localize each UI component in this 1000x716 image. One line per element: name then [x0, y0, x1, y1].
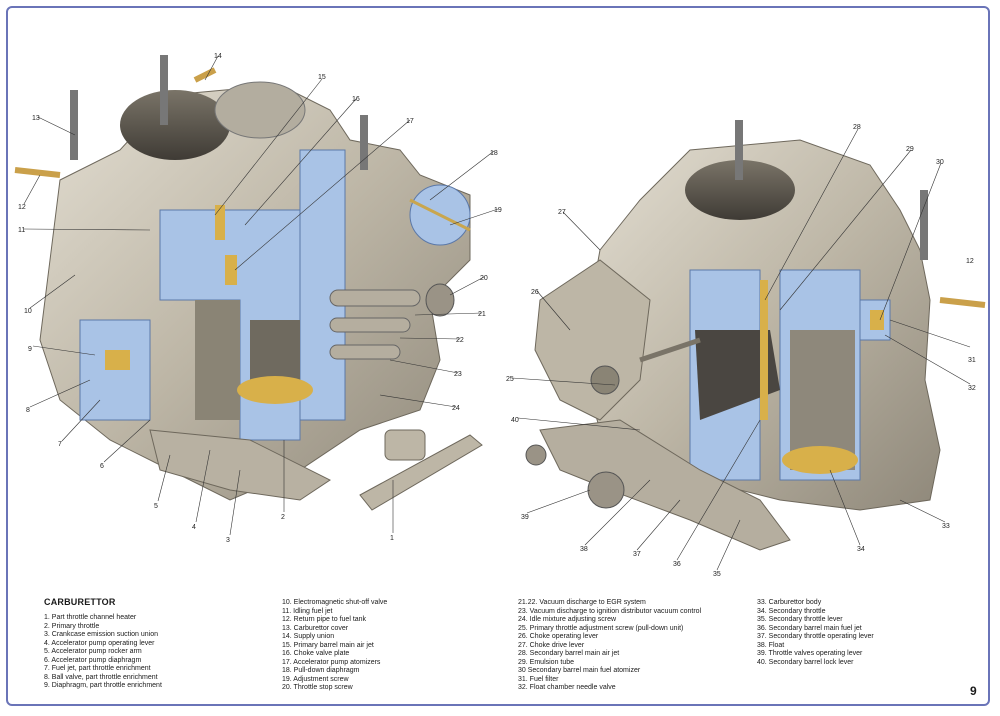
legend-item: 12. Return pipe to fuel tank: [282, 616, 367, 623]
callout-13: 13: [32, 115, 40, 122]
legend-item: 23. Vacuum discharge to ignition distrib…: [518, 607, 702, 615]
legend-item: 34. Secondary throttle: [757, 607, 826, 615]
leader-lines: [23, 55, 971, 571]
legend-item: 19. Adjustment screw: [282, 675, 349, 683]
callout-33: 33: [942, 523, 950, 530]
callout-32: 32: [968, 385, 976, 392]
callout-7: 7: [58, 441, 62, 448]
legend-item: 32. Float chamber needle valve: [518, 684, 616, 691]
callout-30: 30: [936, 159, 944, 166]
legend-item: 8. Ball valve, part throttle enrichment: [44, 673, 158, 681]
legend-item: 1. Part throttle channel heater: [44, 614, 137, 621]
callout-3: 3: [226, 537, 230, 544]
callout-10: 10: [24, 308, 32, 315]
callout-35: 35: [713, 571, 721, 578]
carburettor-illustration: 1 2 3 4 5 6 7 8 9 10 11 12 13 14 15 16 1…: [14, 53, 986, 578]
legend-item: 30 Secondary barrel main fuel atomizer: [518, 667, 641, 674]
legend-column-1: 1. Part throttle channel heater 2. Prima…: [44, 614, 162, 691]
callout-17: 17: [406, 118, 414, 125]
callout-14: 14: [214, 53, 222, 60]
callout-39: 39: [521, 514, 529, 521]
legend-item: 40. Secondary barrel lock lever: [757, 658, 854, 666]
legend-item: 16. Choke valve plate: [282, 650, 350, 657]
legend-item: 10. Electromagnetic shut-off valve: [282, 599, 388, 606]
legend-item: 6. Accelerator pump diaphragm: [44, 656, 142, 664]
legend-item: 3. Crankcase emission suction union: [44, 631, 159, 638]
callout-23: 23: [454, 371, 462, 378]
callout-28: 28: [853, 124, 861, 131]
callout-11: 11: [18, 227, 25, 234]
legend-item: 15. Primary barrel main air jet: [282, 641, 374, 649]
legend-title: CARBURETTOR: [44, 597, 116, 607]
callout-34: 34: [857, 546, 865, 553]
legend-item: 36. Secondary barrel main fuel jet: [757, 624, 862, 632]
callout-15: 15: [318, 74, 326, 81]
callout-16: 16: [352, 96, 360, 103]
legend-item: 27. Choke drive lever: [518, 641, 585, 649]
page-frame: [6, 6, 990, 706]
legend-item: 25. Primary throttle adjustment screw (p…: [518, 624, 684, 632]
callout-24: 24: [452, 405, 460, 412]
right-carburettor: [525, 120, 986, 551]
callout-36: 36: [673, 561, 681, 568]
callout-12: 12: [18, 204, 26, 211]
callout-19: 19: [494, 207, 502, 214]
legend-item: 17. Accelerator pump atomizers: [282, 658, 381, 666]
callout-29: 29: [906, 146, 914, 153]
page-number: 9: [970, 684, 977, 698]
legend-item: 14. Supply union: [282, 633, 335, 640]
legend-item: 37. Secondary throttle operating lever: [757, 633, 874, 640]
callout-12-right: 12: [966, 258, 974, 265]
callout-numbers: 1 2 3 4 5 6 7 8 9 10 11 12 13 14 15 16 1…: [18, 53, 976, 578]
callout-6: 6: [100, 463, 104, 470]
callout-27: 27: [558, 209, 566, 216]
legend-item: 31. Fuel filter: [518, 675, 559, 683]
callout-4: 4: [192, 524, 196, 531]
legend-column-4: 33. Carburettor body 34. Secondary throt…: [757, 599, 874, 667]
legend-item: 21.22. Vacuum discharge to EGR system: [518, 599, 646, 606]
callout-38: 38: [580, 546, 588, 553]
legend-item: 26. Choke operating lever: [518, 633, 599, 640]
left-carburettor: [14, 55, 483, 511]
legend-item: 39. Throttle valves operating lever: [757, 650, 863, 657]
legend-item: 11. Idling fuel jet: [282, 607, 333, 615]
legend-item: 35. Secondary throttle lever: [757, 616, 843, 623]
legend-item: 24. Idle mixture adjusting screw: [518, 616, 617, 623]
legend-item: 4. Accelerator pump operating lever: [44, 639, 155, 647]
callout-20: 20: [480, 275, 488, 282]
legend-column-3: 21.22. Vacuum discharge to EGR system 23…: [518, 599, 701, 693]
legend-item: 9. Diaphragm, part throttle enrichment: [44, 682, 162, 689]
legend-item: 20. Throttle stop screw: [282, 684, 353, 691]
legend-item: 28. Secondary barrel main air jet: [518, 650, 620, 657]
callout-1: 1: [390, 535, 394, 542]
legend-item: 5. Accelerator pump rocker arm: [44, 648, 142, 655]
legend-item: 2. Primary throttle: [44, 622, 100, 630]
callout-25: 25: [506, 376, 514, 383]
callout-5: 5: [154, 503, 158, 510]
callout-2: 2: [281, 514, 285, 521]
legend-item: 33. Carburettor body: [757, 599, 822, 606]
callout-31: 31: [968, 357, 976, 364]
callout-8: 8: [26, 407, 30, 414]
callout-37: 37: [633, 551, 641, 558]
legend-item: 7. Fuel jet, part throttle enrichment: [44, 665, 151, 672]
callout-22: 22: [456, 337, 464, 344]
callout-18: 18: [490, 150, 498, 157]
callout-21: 21: [478, 311, 486, 318]
legend-item: 29. Emulsion tube: [518, 658, 575, 666]
legend-item: 18. Pull-down diaphragm: [282, 667, 360, 674]
callout-26: 26: [531, 289, 539, 296]
callout-9: 9: [28, 346, 32, 353]
legend-item: 13. Carburettor cover: [282, 624, 349, 632]
callout-40: 40: [511, 417, 519, 424]
legend-item: 38. Float: [757, 641, 785, 649]
legend-column-2: 10. Electromagnetic shut-off valve 11. I…: [282, 599, 387, 693]
